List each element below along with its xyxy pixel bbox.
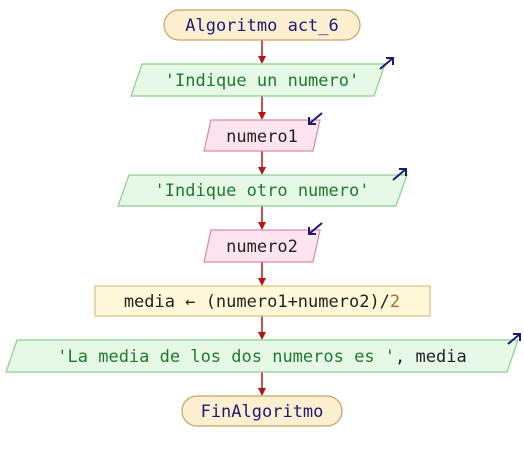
start-terminal-shape [163, 9, 361, 41]
end-terminal-shape [181, 395, 343, 427]
output-string: 'Indique otro numero' [155, 181, 370, 201]
process-shape [94, 285, 431, 317]
input-shape [203, 229, 321, 263]
output-string: 'La media de los dos numeros es ' [57, 347, 395, 367]
input-arrow-icon [308, 112, 323, 125]
output-shape [130, 63, 386, 97]
output-arrow-icon [379, 57, 394, 70]
process-step[interactable]: media ← (numero1+numero2)/2 [94, 285, 431, 317]
output-step-1[interactable]: 'Indique un numero' [130, 57, 394, 97]
start-terminal[interactable]: Algoritmo act_6 [163, 9, 361, 41]
input-variable: numero1 [226, 127, 298, 147]
input-shape [203, 119, 321, 152]
end-terminal-label: FinAlgoritmo [201, 402, 324, 422]
process-text: media ← (numero1+numero2)/2 [124, 292, 400, 312]
input-text: numero2 [226, 237, 298, 257]
numeric-literal: 2 [390, 292, 400, 312]
input-step-2[interactable]: numero2 [203, 222, 323, 263]
output-text: 'Indique otro numero' [155, 181, 370, 201]
input-variable: numero2 [226, 237, 298, 257]
start-terminal-label: Algoritmo act_6 [185, 16, 339, 36]
output-shape [5, 339, 519, 373]
end-terminal[interactable]: FinAlgoritmo [181, 395, 343, 427]
output-arrow-icon [507, 333, 521, 345]
assignment-expression: media ← (numero1+numero2)/ [124, 292, 390, 312]
output-variable: , media [395, 347, 467, 367]
output-step-3[interactable]: 'La media de los dos numeros es ', media [5, 333, 521, 373]
output-shape [117, 174, 408, 207]
input-step-1[interactable]: numero1 [203, 112, 323, 152]
output-arrow-icon [392, 168, 407, 181]
input-text: numero1 [226, 127, 298, 147]
output-text: 'Indique un numero' [165, 71, 359, 91]
output-text: 'La media de los dos numeros es ', media [57, 347, 466, 367]
input-arrow-icon [308, 222, 323, 235]
output-step-2[interactable]: 'Indique otro numero' [117, 168, 408, 207]
output-string: 'Indique un numero' [165, 71, 359, 91]
